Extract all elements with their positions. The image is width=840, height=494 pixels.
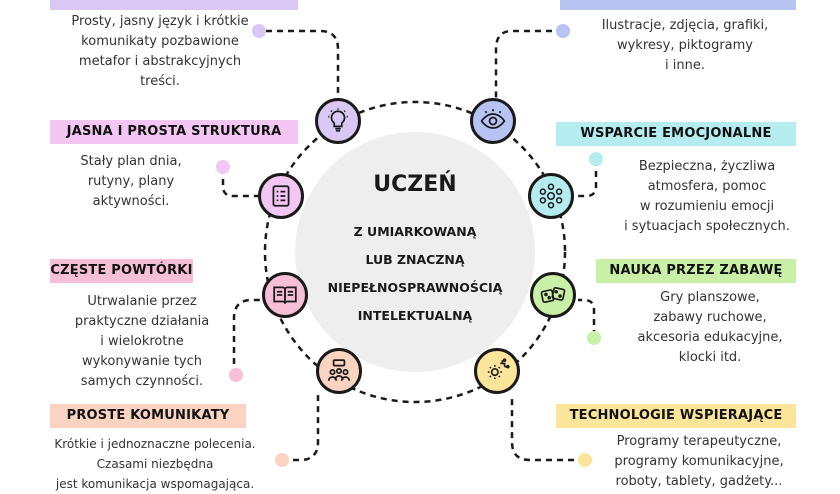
dot-right-1 <box>589 152 603 166</box>
gear-circuit-icon <box>474 348 520 394</box>
dot-left-0 <box>252 24 266 38</box>
center-line-1: Z UMIARKOWANĄ <box>353 224 477 239</box>
desc-left-2: Utrwalanie przez praktyczne działania i … <box>74 294 210 389</box>
dot-left-2 <box>229 368 243 382</box>
dot-right-2 <box>587 331 601 345</box>
desc-left-1: Stały plan dnia, rutyny, plany aktywnośc… <box>80 154 182 209</box>
lightbulb-icon <box>315 98 361 144</box>
label-right-3: TECHNOLOGIE WSPIERAJĄCE <box>556 404 796 428</box>
desc-left-0: Prosty, jasny język i krótkie komunikaty… <box>71 14 249 89</box>
label-left-0 <box>50 0 298 10</box>
center-circle <box>295 132 535 372</box>
connector-lines <box>221 29 598 462</box>
dot-left-3 <box>275 453 289 467</box>
eye-icon <box>470 98 516 144</box>
center-line-3: NIEPEŁNOSPRAWNOŚCIĄ <box>327 280 503 295</box>
label-left-2: CZĘSTE POWTÓRKI <box>50 259 193 283</box>
center-title: UCZEŃ <box>373 172 457 197</box>
desc-right-2: Gry planszowe, zabawy ruchowe, akcesoria… <box>637 290 783 365</box>
center-line-4: INTELEKTUALNĄ <box>357 308 473 323</box>
desc-right-0: Ilustracje, zdjęcia, grafiki, wykresy, p… <box>601 18 769 73</box>
center-line-2: LUB ZNACZNĄ <box>365 252 465 267</box>
dot-left-1 <box>216 160 230 174</box>
dice-icon <box>530 272 576 318</box>
desc-right-3: Programy terapeutyczne, programy komunik… <box>614 434 784 489</box>
emotions-icon <box>528 173 574 219</box>
desc-left-3: Krótkie i jednoznaczne polecenia. Czasam… <box>54 437 256 491</box>
dot-right-0 <box>556 24 570 38</box>
dot-right-3 <box>578 453 592 467</box>
label-right-0 <box>560 0 796 10</box>
people-icon <box>316 348 362 394</box>
desc-right-1: Bezpieczna, życzliwa atmosfera, pomoc w … <box>624 159 790 234</box>
label-right-2: NAUKA PRZEZ ZABAWĘ <box>596 259 796 283</box>
label-right-1: WSPARCIE EMOCJONALNE <box>556 122 796 146</box>
book-icon <box>262 272 308 318</box>
checklist-icon <box>258 173 304 219</box>
label-left-3: PROSTE KOMUNIKATY <box>50 404 246 428</box>
label-left-1: JASNA I PROSTA STRUKTURA <box>50 120 298 144</box>
